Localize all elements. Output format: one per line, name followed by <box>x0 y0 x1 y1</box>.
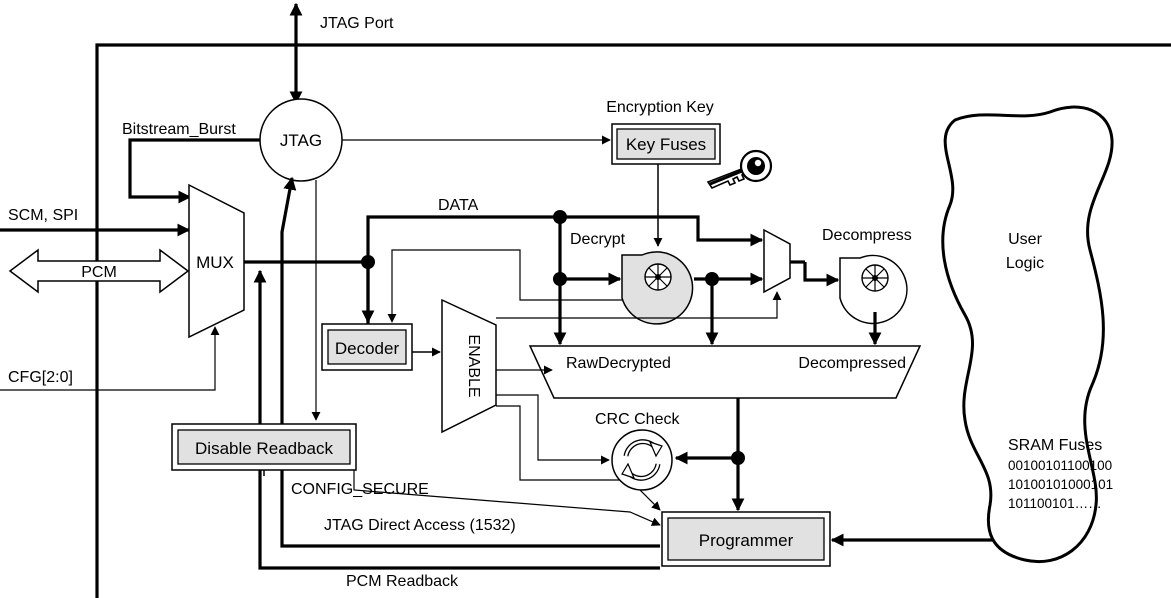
pcm-readback-line <box>253 269 660 570</box>
decompress-block <box>839 254 908 325</box>
jtag-direct-access-label: JTAG Direct Access (1532) <box>324 517 516 534</box>
mux-label: MUX <box>196 253 234 272</box>
raw-decrypted-label: RawDecrypted <box>566 355 671 372</box>
turbine-icon <box>644 263 672 291</box>
decrypt-block <box>621 251 694 325</box>
decompressed-label: Decompressed <box>798 355 906 372</box>
jtag-label: JTAG <box>280 131 322 150</box>
sram-fuses-label: SRAM Fuses <box>1008 437 1102 454</box>
scm-spi-label: SCM, SPI <box>8 207 78 224</box>
turbine-icon <box>861 264 889 292</box>
cfg-line <box>0 326 220 391</box>
pcm-label: PCM <box>81 264 117 281</box>
enable-label: ENABLE <box>465 334 482 397</box>
key-fuses-label: Key Fuses <box>626 135 706 154</box>
sram-bits-line-1: 00100101100100 <box>1008 458 1112 473</box>
small-mux <box>763 228 791 294</box>
crc-check-label: CRC Check <box>595 411 680 428</box>
jtag-thin-to-programmer <box>353 470 661 526</box>
sram-bits-line-3: 101100101…… <box>1008 496 1102 511</box>
output-selector <box>528 345 922 399</box>
pcm-arrow <box>8 248 190 294</box>
disable-readback-label: Disable Readback <box>195 439 333 458</box>
programmer-label: Programmer <box>699 531 794 550</box>
sram-bits-line-2: 10100101000101 <box>1008 477 1113 492</box>
decoder-box <box>327 329 407 365</box>
cfg-label: CFG[2:0] <box>8 369 73 386</box>
decompress-label: Decompress <box>822 227 912 244</box>
feedback-to-decoder <box>387 249 632 323</box>
device-boundary <box>95 43 1171 598</box>
user-logic-label-2: Logic <box>1006 255 1044 272</box>
data-label: DATA <box>438 197 479 214</box>
bitstream-burst-label: Bitstream_Burst <box>122 121 236 138</box>
disable-readback-box <box>177 429 351 465</box>
data-bus <box>366 215 764 340</box>
user-logic-region <box>941 105 1114 563</box>
decoder-label: Decoder <box>335 339 400 358</box>
bitstream-burst-line <box>128 138 260 204</box>
jtag-direct-access-line <box>280 176 660 548</box>
enable-to-crc <box>496 394 610 465</box>
programmer-box <box>667 517 825 561</box>
enable-to-small-mux <box>496 291 782 319</box>
mux-block <box>188 183 245 339</box>
jtag-port-label: JTAG Port <box>320 15 394 32</box>
config-secure-label: CONFIG_SECURE <box>291 481 429 498</box>
decrypt-label: Decrypt <box>570 231 626 248</box>
encryption-key-label: Encryption Key <box>606 99 714 116</box>
key-fuses-box <box>616 128 716 160</box>
user-logic-label-1: User <box>1008 231 1042 248</box>
key-icon <box>706 149 773 190</box>
crc-cycle-icon <box>611 429 673 491</box>
enable-block <box>441 298 497 434</box>
pcm-readback-label: PCM Readback <box>346 573 459 590</box>
